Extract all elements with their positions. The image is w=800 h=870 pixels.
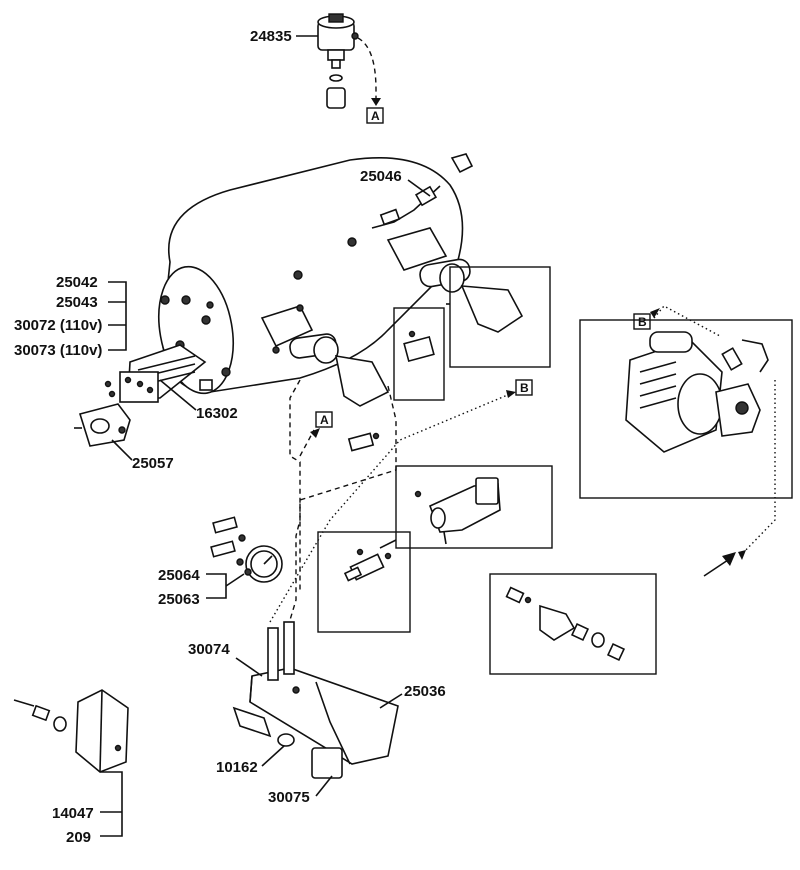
- label-16302: 16302: [196, 405, 238, 422]
- svg-text:A: A: [371, 109, 380, 123]
- label-25036: 25036: [404, 683, 446, 700]
- label-25057: 25057: [132, 455, 174, 472]
- svg-text:B: B: [638, 315, 647, 329]
- solenoid-valve: [414, 477, 501, 545]
- connector-tag-a-mid: A: [315, 411, 333, 428]
- connector-tag-b-mid: B: [515, 379, 533, 396]
- label-25043: 25043: [56, 294, 98, 311]
- label-25063: 25063: [158, 591, 200, 608]
- reservoir-30074: [232, 621, 399, 779]
- thermostat-25057: [74, 403, 131, 447]
- pump-motor: [625, 331, 769, 453]
- tee-fitting: [343, 548, 392, 582]
- label-30075: 30075: [268, 789, 310, 806]
- label-25046: 25046: [360, 168, 402, 185]
- label-209: 209: [66, 829, 91, 846]
- label-30072: 30072 (110v): [14, 317, 102, 334]
- connector-tag-b-pump: B: [633, 313, 651, 330]
- svg-text:B: B: [520, 381, 529, 395]
- label-25064: 25064: [158, 567, 200, 584]
- label-25042: 25042: [56, 274, 98, 291]
- label-30074: 30074: [188, 641, 230, 658]
- transformer-box: [13, 689, 129, 773]
- inline-fitting: [505, 586, 626, 662]
- label-24835: 24835: [250, 28, 292, 45]
- element-assembly-right: [386, 227, 524, 333]
- label-14047: 14047: [52, 805, 94, 822]
- switch-part: [403, 330, 435, 363]
- svg-text:A: A: [320, 413, 329, 427]
- pressure-gauge: [210, 516, 283, 583]
- fitting-24835: [317, 13, 359, 109]
- arrow-pointer: [703, 552, 736, 577]
- heating-element-16302: [104, 344, 207, 403]
- label-30073: 30073 (110v): [14, 342, 102, 359]
- label-bracket-left: [108, 281, 127, 351]
- element-assembly-mid: [260, 304, 390, 407]
- connector-tag-a-top: A: [366, 107, 384, 124]
- clip-part: [347, 432, 380, 452]
- label-10162: 10162: [216, 759, 258, 776]
